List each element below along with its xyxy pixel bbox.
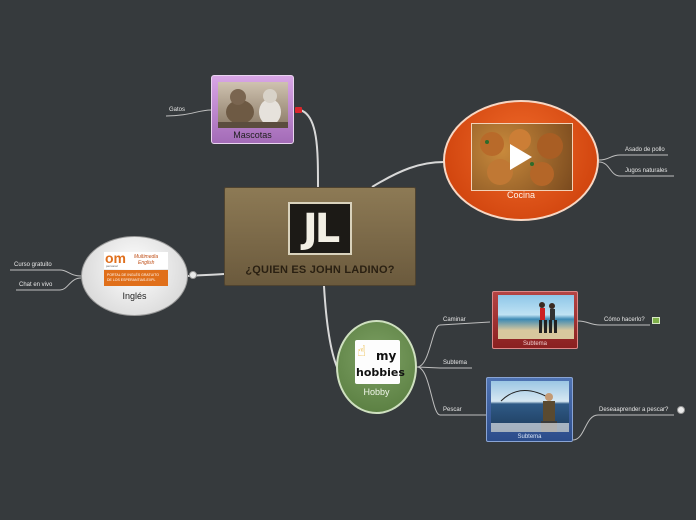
om-banner-line1: PORTAL DE INGLÉS GRATUITO — [107, 273, 159, 277]
cocina-label: Cocina — [506, 190, 535, 200]
topic-cocina[interactable]: Cocina — [443, 100, 599, 221]
central-topic[interactable]: JL ¿QUIEN ES JOHN LADINO? — [224, 187, 416, 286]
child-como-hacerlo[interactable]: Cómo hacerlo? — [604, 317, 645, 323]
om-banner-line2: DE LOS ESPERANTIAS-EXPL — [107, 278, 156, 282]
runners-image — [498, 295, 574, 339]
cats-image — [218, 82, 288, 128]
child-subtema[interactable]: Subtema — [443, 360, 468, 366]
child-caminar[interactable]: Caminar — [443, 317, 466, 323]
food-video-thumbnail[interactable] — [471, 123, 573, 191]
hobby-label: Hobby — [363, 387, 390, 397]
jl-logo: JL — [288, 202, 352, 255]
topic-ingles[interactable]: om personal Multimedia English PORTAL DE… — [81, 236, 188, 316]
topic-mascotas[interactable]: Mascotas — [211, 75, 294, 144]
mascotas-label: Mascotas — [233, 130, 272, 140]
thumbnail-icon[interactable] — [652, 317, 660, 324]
om-brand-text: om — [105, 250, 126, 266]
child-jugos-naturales[interactable]: Jugos naturales — [625, 168, 668, 174]
hobbies-text-my: my — [376, 349, 397, 363]
play-icon[interactable] — [510, 144, 532, 170]
child-asado-de-pollo[interactable]: Asado de pollo — [625, 147, 665, 153]
globe-icon[interactable] — [189, 271, 197, 279]
subtopic-caminar[interactable]: Subtema — [492, 291, 578, 349]
om-title-line1: Multimedia — [134, 254, 159, 260]
fishing-image — [491, 381, 569, 432]
subtopic-pescar[interactable]: Subtema — [486, 377, 573, 442]
my-hobbies-image: ☝ my hobbies — [355, 340, 405, 384]
om-brand-sub-text: personal — [106, 264, 118, 268]
pescar-subtema-label: Subtema — [517, 434, 542, 440]
flag-icon[interactable] — [295, 107, 302, 113]
om-title-line2: English — [138, 260, 155, 266]
hand-pointer-icon: ☝ — [357, 342, 367, 360]
jl-logo-text: JL — [302, 205, 340, 252]
topic-hobby[interactable]: ☝ my hobbies Hobby — [336, 320, 417, 414]
child-deseaaprender-a-pescar[interactable]: Deseaaprender a pescar? — [599, 407, 669, 413]
child-chat-en-vivo[interactable]: Chat en vivo — [19, 282, 53, 288]
child-pescar[interactable]: Pescar — [443, 407, 462, 413]
globe-icon[interactable] — [677, 406, 685, 414]
om-english-logo: om personal Multimedia English PORTAL DE… — [104, 250, 168, 290]
child-curso-gratuito[interactable]: Curso gratuito — [14, 262, 52, 268]
hobbies-text-hobbies: hobbies — [356, 366, 405, 379]
child-gatos[interactable]: Gatos — [169, 107, 186, 113]
caminar-subtema-label: Subtema — [522, 341, 547, 347]
ingles-label: Inglés — [122, 291, 147, 301]
central-topic-title: ¿QUIEN ES JOHN LADINO? — [245, 264, 395, 276]
